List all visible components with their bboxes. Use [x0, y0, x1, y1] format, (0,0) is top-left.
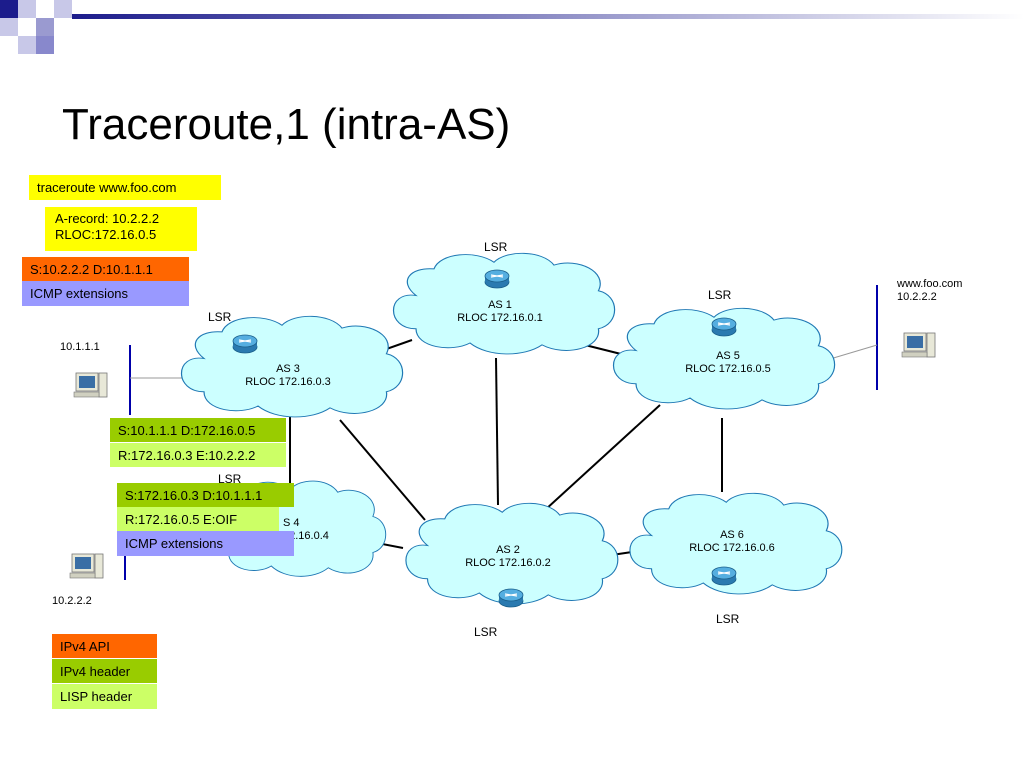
dns-record-box: A-record: 10.2.2.2 RLOC:172.16.0.5: [45, 207, 197, 251]
as5-rloc: RLOC 172.16.0.5: [685, 363, 771, 375]
as3-rloc: RLOC 172.16.0.3: [245, 376, 331, 388]
as3-name: AS 3: [276, 363, 300, 375]
packet2-ipv4-header: S:10.1.1.1 D:172.16.0.5: [110, 418, 286, 442]
as6-label: AS 6 RLOC 172.16.0.6: [672, 529, 792, 555]
host-right-name: www.foo.com: [897, 278, 963, 290]
link-as1-as2: [495, 357, 499, 506]
legend-ipv4-header: IPv4 header: [52, 659, 157, 683]
as5-name: AS 5: [716, 350, 740, 362]
link-as5-as2: [544, 404, 661, 511]
as4-label: S 4 72.16.0.4: [283, 517, 353, 543]
as5-label: AS 5 RLOC 172.16.0.5: [668, 350, 788, 376]
packet1-icmp-extensions: ICMP extensions: [22, 281, 189, 306]
as2-label: AS 2 RLOC 172.16.0.2: [448, 544, 568, 570]
as6-name: AS 6: [720, 529, 744, 541]
packet2-lisp-header: R:172.16.0.3 E:10.2.2.2: [110, 443, 286, 467]
dns-a-record: A-record: 10.2.2.2: [55, 211, 160, 226]
lsr-label-as3: LSR: [208, 310, 232, 324]
network-links: [289, 339, 723, 557]
dns-rloc: RLOC:172.16.0.5: [55, 227, 157, 242]
traceroute-command-box: traceroute www.foo.com: [29, 175, 221, 200]
host-10-2-2-2-icon: [69, 553, 104, 579]
lsr-label-as1: LSR: [484, 240, 508, 254]
as1-router-icon: [484, 269, 510, 289]
as4-name: S 4: [283, 517, 300, 529]
link-as3-as2: [339, 419, 426, 521]
header-rule: [72, 14, 1024, 19]
host-10-1-1-1-icon: [73, 372, 108, 398]
link-as1-as5: [584, 344, 626, 356]
as6-rloc: RLOC 172.16.0.6: [689, 542, 775, 554]
packet3-lisp-header: R:172.16.0.5 E:OIF: [117, 507, 279, 531]
as2-name: AS 2: [496, 544, 520, 556]
packet3-icmp-extensions: ICMP extensions: [117, 531, 294, 556]
as5-router-icon: [711, 317, 737, 337]
as4-rloc: 72.16.0.4: [283, 530, 329, 542]
lsr-label-as4: LSR: [218, 472, 242, 486]
as3-label: AS 3 RLOC 172.16.0.3: [228, 363, 348, 389]
as2-rloc: RLOC 172.16.0.2: [465, 557, 551, 569]
lsr-label-as6: LSR: [716, 612, 740, 626]
host-right-ip: 10.2.2.2: [897, 291, 937, 303]
lsr-label-as2: LSR: [474, 625, 498, 639]
legend-lisp-header: LISP header: [52, 684, 157, 709]
host-left-bottom-ip: 10.2.2.2: [52, 595, 92, 607]
as6-router-icon: [711, 566, 737, 586]
as3-router-icon: [232, 334, 258, 354]
page-title: Traceroute,1 (intra-AS): [62, 100, 511, 149]
as2-router-icon: [498, 588, 524, 608]
host-left-top-ip: 10.1.1.1: [60, 341, 100, 353]
corner-decoration: [0, 0, 72, 54]
packet1-ipv4-header: S:10.2.2.2 D:10.1.1.1: [22, 257, 189, 281]
as1-rloc: RLOC 172.16.0.1: [457, 312, 543, 324]
host-right-label: www.foo.com 10.2.2.2: [897, 278, 962, 304]
as1-name: AS 1: [488, 299, 512, 311]
as1-label: AS 1 RLOC 172.16.0.1: [440, 299, 560, 325]
host-www-foo-icon: [901, 332, 936, 358]
packet3-ipv4-header: S:172.16.0.3 D:10.1.1.1: [117, 483, 294, 507]
legend-ipv4-api: IPv4 API: [52, 634, 157, 658]
lsr-label-as5: LSR: [708, 288, 732, 302]
